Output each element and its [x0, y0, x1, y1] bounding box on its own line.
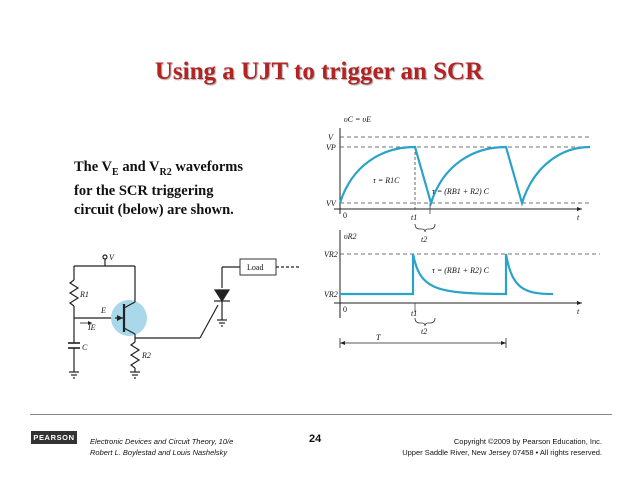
bottom-t1-label: t1 — [411, 309, 417, 318]
copyright-line-2: Upper Saddle River, New Jersey 07458 • A… — [402, 448, 602, 457]
ujt-highlight — [111, 300, 147, 336]
r2-label: R2 — [141, 351, 151, 360]
tau-bottom-label: τ = (RB1 + R2) C — [432, 266, 490, 275]
supply-terminal — [102, 254, 108, 260]
top-time-label: t — [577, 213, 580, 222]
level-vr2-base-label: VR2 — [324, 290, 338, 299]
capacitor-voltage-curve — [338, 145, 591, 207]
scr-symbol — [213, 289, 231, 303]
r1-resistor — [68, 279, 80, 307]
footer-divider — [30, 414, 612, 415]
capacitor-label: C — [82, 343, 88, 352]
top-t2-label: t2 — [421, 235, 427, 244]
bottom-axis-label: υR2 — [344, 232, 357, 241]
bottom-waveform: υR2 VR2 VR2 0 t t1 t2 τ = (RB1 + R2) C T — [324, 230, 600, 348]
level-vr2-peak-label: VR2 — [324, 250, 338, 259]
book-authors: Robert L. Boylestad and Louis Nashelsky — [90, 448, 228, 457]
r2-resistor — [129, 341, 141, 369]
copyright: Copyright ©2009 by Pearson Education, In… — [402, 436, 602, 458]
top-t1-label: t1 — [411, 213, 417, 222]
tau-discharge-label: τ = (RB1 + R2) C — [432, 187, 490, 196]
bottom-t2-label: t2 — [421, 327, 427, 336]
load-label: Load — [247, 263, 263, 272]
book-title: Electronic Devices and Circuit Theory, 1… — [90, 437, 234, 446]
pearson-logo: PEARSON — [31, 431, 77, 444]
description-line-1: The VE and VR2 waveforms — [74, 159, 244, 178]
top-axis-label: υC = υE — [344, 115, 371, 124]
page-number: 24 — [309, 433, 322, 445]
r2-voltage-curve — [340, 253, 554, 296]
description-line-3: circuit (below) are shown. — [74, 201, 234, 218]
period-label: T — [376, 333, 381, 342]
top-waveform: υC = υE V VP VV 0 t t1 t2 τ = R1C τ = (R… — [326, 115, 591, 244]
copyright-line-1: Copyright ©2009 by Pearson Education, In… — [453, 437, 602, 446]
level-vp-label: VP — [326, 143, 336, 152]
supply-label: V — [109, 253, 115, 262]
r1-label: R1 — [79, 290, 89, 299]
level-v-label: V — [328, 133, 334, 142]
bottom-origin-label: 0 — [343, 305, 347, 314]
book-credit: Electronic Devices and Circuit Theory, 1… — [90, 436, 233, 458]
description-line-2: for the SCR triggering — [74, 182, 214, 199]
tau-charge-label: τ = R1C — [373, 176, 400, 185]
slide-title: Using a UJT to trigger an SCR — [154, 58, 484, 85]
scr-trigger-circuit — [68, 254, 300, 379]
t2-brace-bottom — [414, 317, 436, 327]
circuit-labels: V R1 E IE C R2 Load — [79, 253, 263, 360]
bottom-time-label: t — [577, 307, 580, 316]
level-vv-label: VV — [326, 199, 337, 208]
t2-brace-top — [414, 223, 436, 233]
waveform-description: The VE and VR2 waveforms for the SCR tri… — [74, 158, 274, 220]
top-origin-label: 0 — [343, 211, 347, 220]
ie-label: IE — [87, 323, 96, 332]
emitter-label: E — [100, 306, 106, 315]
